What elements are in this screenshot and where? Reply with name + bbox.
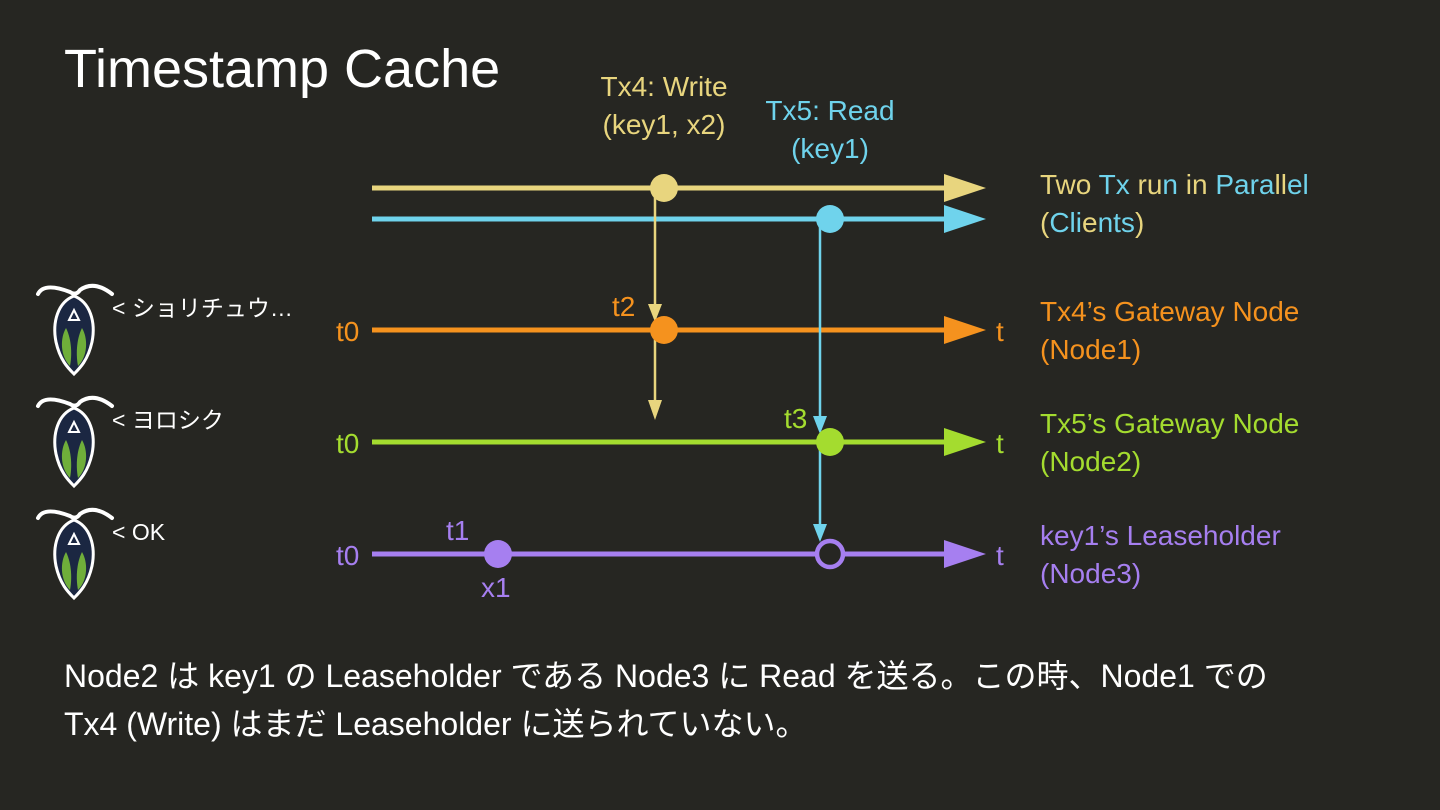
node3-timeline: [372, 540, 986, 568]
node2-end-label: t: [996, 428, 1004, 459]
clients-label-part: ru: [1138, 169, 1163, 200]
node3-label-line1: key1’s Leaseholder: [1040, 520, 1281, 551]
mascot-speech-2: < ヨロシク: [112, 407, 224, 433]
tx4-client-line: [372, 174, 986, 202]
mascot-cockroach-3-icon: [36, 507, 114, 600]
clients-label-part: nts: [1098, 207, 1135, 238]
caption: Node2 は key1 の Leaseholder である Node3 に R…: [64, 652, 1394, 748]
node1-label-line1: Tx4’s Gateway Node: [1040, 296, 1299, 327]
node1-label-line2: (Node1): [1040, 334, 1141, 365]
node1-start-label: t0: [336, 316, 359, 347]
mascot-cockroach-2-icon: [36, 395, 114, 488]
node3-label-line2: (Node3): [1040, 558, 1141, 589]
node3-x1-dot: [484, 540, 512, 568]
mascot-cockroach-1-icon: [36, 283, 114, 376]
node2-timeline: [372, 428, 986, 456]
tx4-label-line2: (key1, x2): [603, 109, 726, 140]
node1-end-label: t: [996, 316, 1004, 347]
node1-event-dot: [650, 316, 678, 344]
node3-start-label: t0: [336, 540, 359, 571]
node2-label-line1: Tx5’s Gateway Node: [1040, 408, 1299, 439]
clients-label-part: (: [1040, 207, 1050, 238]
clients-label-part: ll: [1275, 169, 1287, 200]
tx4-event-dot: [650, 174, 678, 202]
node2-event-label: t3: [784, 403, 807, 434]
tx5-label-line2: (key1): [791, 133, 869, 164]
clients-label-part: n: [1162, 169, 1185, 200]
tx5-client-line: [372, 205, 986, 233]
caption-line2: Tx4 (Write) はまだ Leaseholder に送られていない。: [64, 706, 808, 742]
node2-start-label: t0: [336, 428, 359, 459]
clients-label-part: el: [1287, 169, 1309, 200]
page-title: Timestamp Cache: [64, 39, 501, 99]
node3-value-label: x1: [481, 572, 511, 603]
clients-label-part: Tx: [1099, 169, 1138, 200]
node1-timeline: [372, 316, 986, 344]
caption-line1: Node2 は key1 の Leaseholder である Node3 に R…: [64, 658, 1268, 694]
mascot-speech-3: < OK: [112, 519, 166, 545]
tx5-event-dot: [816, 205, 844, 233]
clients-label-part: Cli: [1049, 207, 1082, 238]
clients-label-part: ): [1135, 207, 1144, 238]
clients-label-part: e: [1082, 207, 1098, 238]
clients-label-part: Para: [1215, 169, 1275, 200]
node3-event-label: t1: [446, 515, 469, 546]
node3-end-label: t: [996, 540, 1004, 571]
clients-label-part: Two: [1040, 169, 1099, 200]
node2-event-dot: [816, 428, 844, 456]
clients-label-line2: (Clients): [1040, 207, 1144, 238]
tx5-label-line1: Tx5: Read: [765, 95, 894, 126]
node2-label-line2: (Node2): [1040, 446, 1141, 477]
tx4-write-arrow: [648, 188, 662, 420]
tx4-label-line1: Tx4: Write: [600, 71, 727, 102]
node3-read-hollow-dot: [814, 538, 846, 570]
clients-label-line1: Two Tx run in Parallel: [1040, 169, 1309, 200]
tx5-read-arrow: [813, 219, 827, 542]
clients-label-part: in: [1186, 169, 1216, 200]
mascot-speech-1: < ショリチュウ…: [112, 295, 293, 321]
node1-event-label: t2: [612, 291, 635, 322]
